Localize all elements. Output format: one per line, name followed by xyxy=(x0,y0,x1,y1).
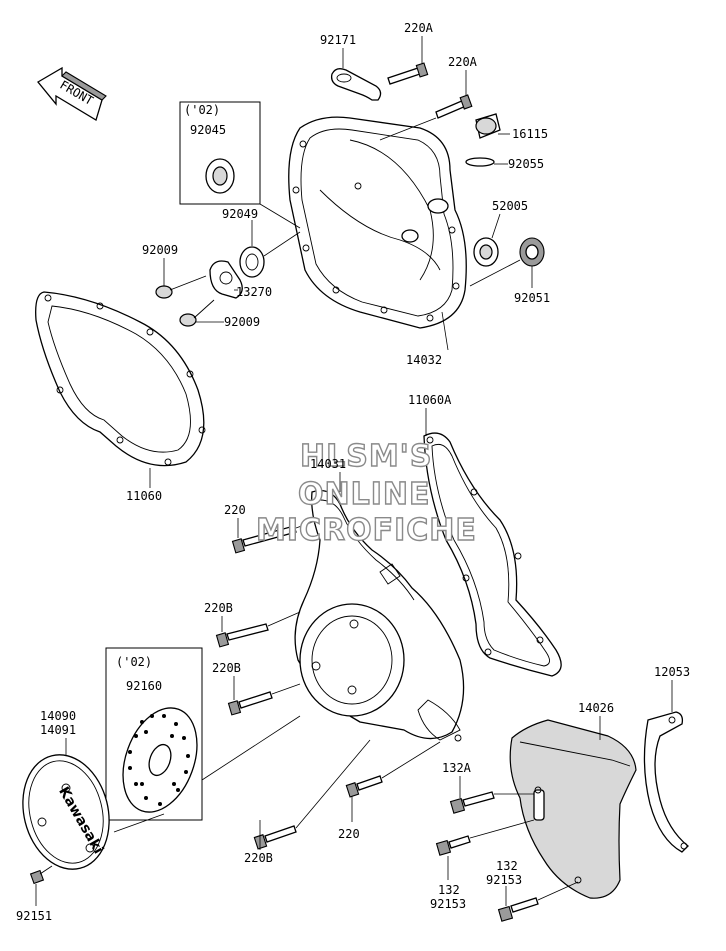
label-13270: 13270 xyxy=(236,285,272,299)
bolt-220B-1 xyxy=(215,611,301,648)
label-box2-note: ('02) xyxy=(116,655,152,669)
label-132-1: 132 xyxy=(438,883,460,897)
bolt-220B-2 xyxy=(227,676,301,716)
bolt-132-middle xyxy=(435,819,535,880)
clutch-cover-14032 xyxy=(288,116,467,351)
cover-14090: Kawasaki xyxy=(22,738,110,870)
seal-92051 xyxy=(469,237,545,288)
bolt-132-lower xyxy=(497,881,579,922)
gasket-11060 xyxy=(35,291,206,488)
label-220B-2: 220B xyxy=(212,661,241,675)
plug-16115 xyxy=(475,113,510,139)
oring-92055 xyxy=(465,157,508,167)
label-220B-3: 220B xyxy=(244,851,273,865)
label-92009-2: 92009 xyxy=(224,315,260,329)
screw-92009-lower xyxy=(179,299,224,327)
label-92171: 92171 xyxy=(320,33,356,47)
bolt-220B-3 xyxy=(253,739,371,850)
front-arrow-icon: FRONT xyxy=(37,66,107,121)
label-52005: 52005 xyxy=(492,199,528,213)
label-92051: 92051 xyxy=(514,291,550,305)
plate-13270 xyxy=(209,260,243,299)
cover-14031 xyxy=(294,472,465,742)
watermark-line1: HLSM'S xyxy=(300,439,432,474)
label-92049: 92049 xyxy=(222,207,258,221)
screw-92009-upper xyxy=(155,258,207,299)
bearing-52005 xyxy=(473,213,501,267)
label-14090: 14090 xyxy=(40,709,76,723)
label-92055: 92055 xyxy=(508,157,544,171)
label-92045: 92045 xyxy=(190,123,226,137)
label-14026: 14026 xyxy=(578,701,614,715)
plate-92171 xyxy=(330,48,382,101)
label-92009-1: 92009 xyxy=(142,243,178,257)
box-92160 xyxy=(105,647,301,833)
label-14032: 14032 xyxy=(406,353,442,367)
label-14091: 14091 xyxy=(40,723,76,737)
bolt-220-upper xyxy=(231,518,319,554)
label-11060A: 11060A xyxy=(408,393,452,407)
watermark: HLSM'S ONLINE MICROFICHE xyxy=(255,438,477,548)
label-92153-1: 92153 xyxy=(430,897,466,911)
screw-92151 xyxy=(29,865,53,906)
bolt-220A-lower xyxy=(379,70,473,141)
bolt-220-lower xyxy=(345,741,441,822)
label-220A-2: 220A xyxy=(448,55,478,69)
label-box1-note: ('02) xyxy=(184,103,220,117)
bolt-220A-upper xyxy=(387,36,429,85)
part-labels: 92171 220A 220A 16115 92055 52005 92051 … xyxy=(16,21,690,923)
label-220-2: 220 xyxy=(338,827,360,841)
watermark-line3: MICROFICHE xyxy=(256,513,477,548)
label-92153-2: 92153 xyxy=(486,873,522,887)
bracket-12053 xyxy=(643,680,689,853)
cover-14026 xyxy=(509,716,637,899)
label-92160: 92160 xyxy=(126,679,162,693)
label-220B-1: 220B xyxy=(204,601,233,615)
label-11060: 11060 xyxy=(126,489,162,503)
gasket-11060A xyxy=(423,408,562,677)
label-220-1: 220 xyxy=(224,503,246,517)
box-92045 xyxy=(179,101,301,229)
label-92151: 92151 xyxy=(16,909,52,923)
watermark-line2: ONLINE xyxy=(298,477,431,512)
label-14031: 14031 xyxy=(310,457,346,471)
seal-92049 xyxy=(239,220,301,278)
label-132A: 132A xyxy=(442,761,472,775)
bolt-132A xyxy=(449,776,534,814)
label-132-2: 132 xyxy=(496,859,518,873)
label-220A-1: 220A xyxy=(404,21,434,35)
label-12053: 12053 xyxy=(654,665,690,679)
label-16115: 16115 xyxy=(512,127,548,141)
